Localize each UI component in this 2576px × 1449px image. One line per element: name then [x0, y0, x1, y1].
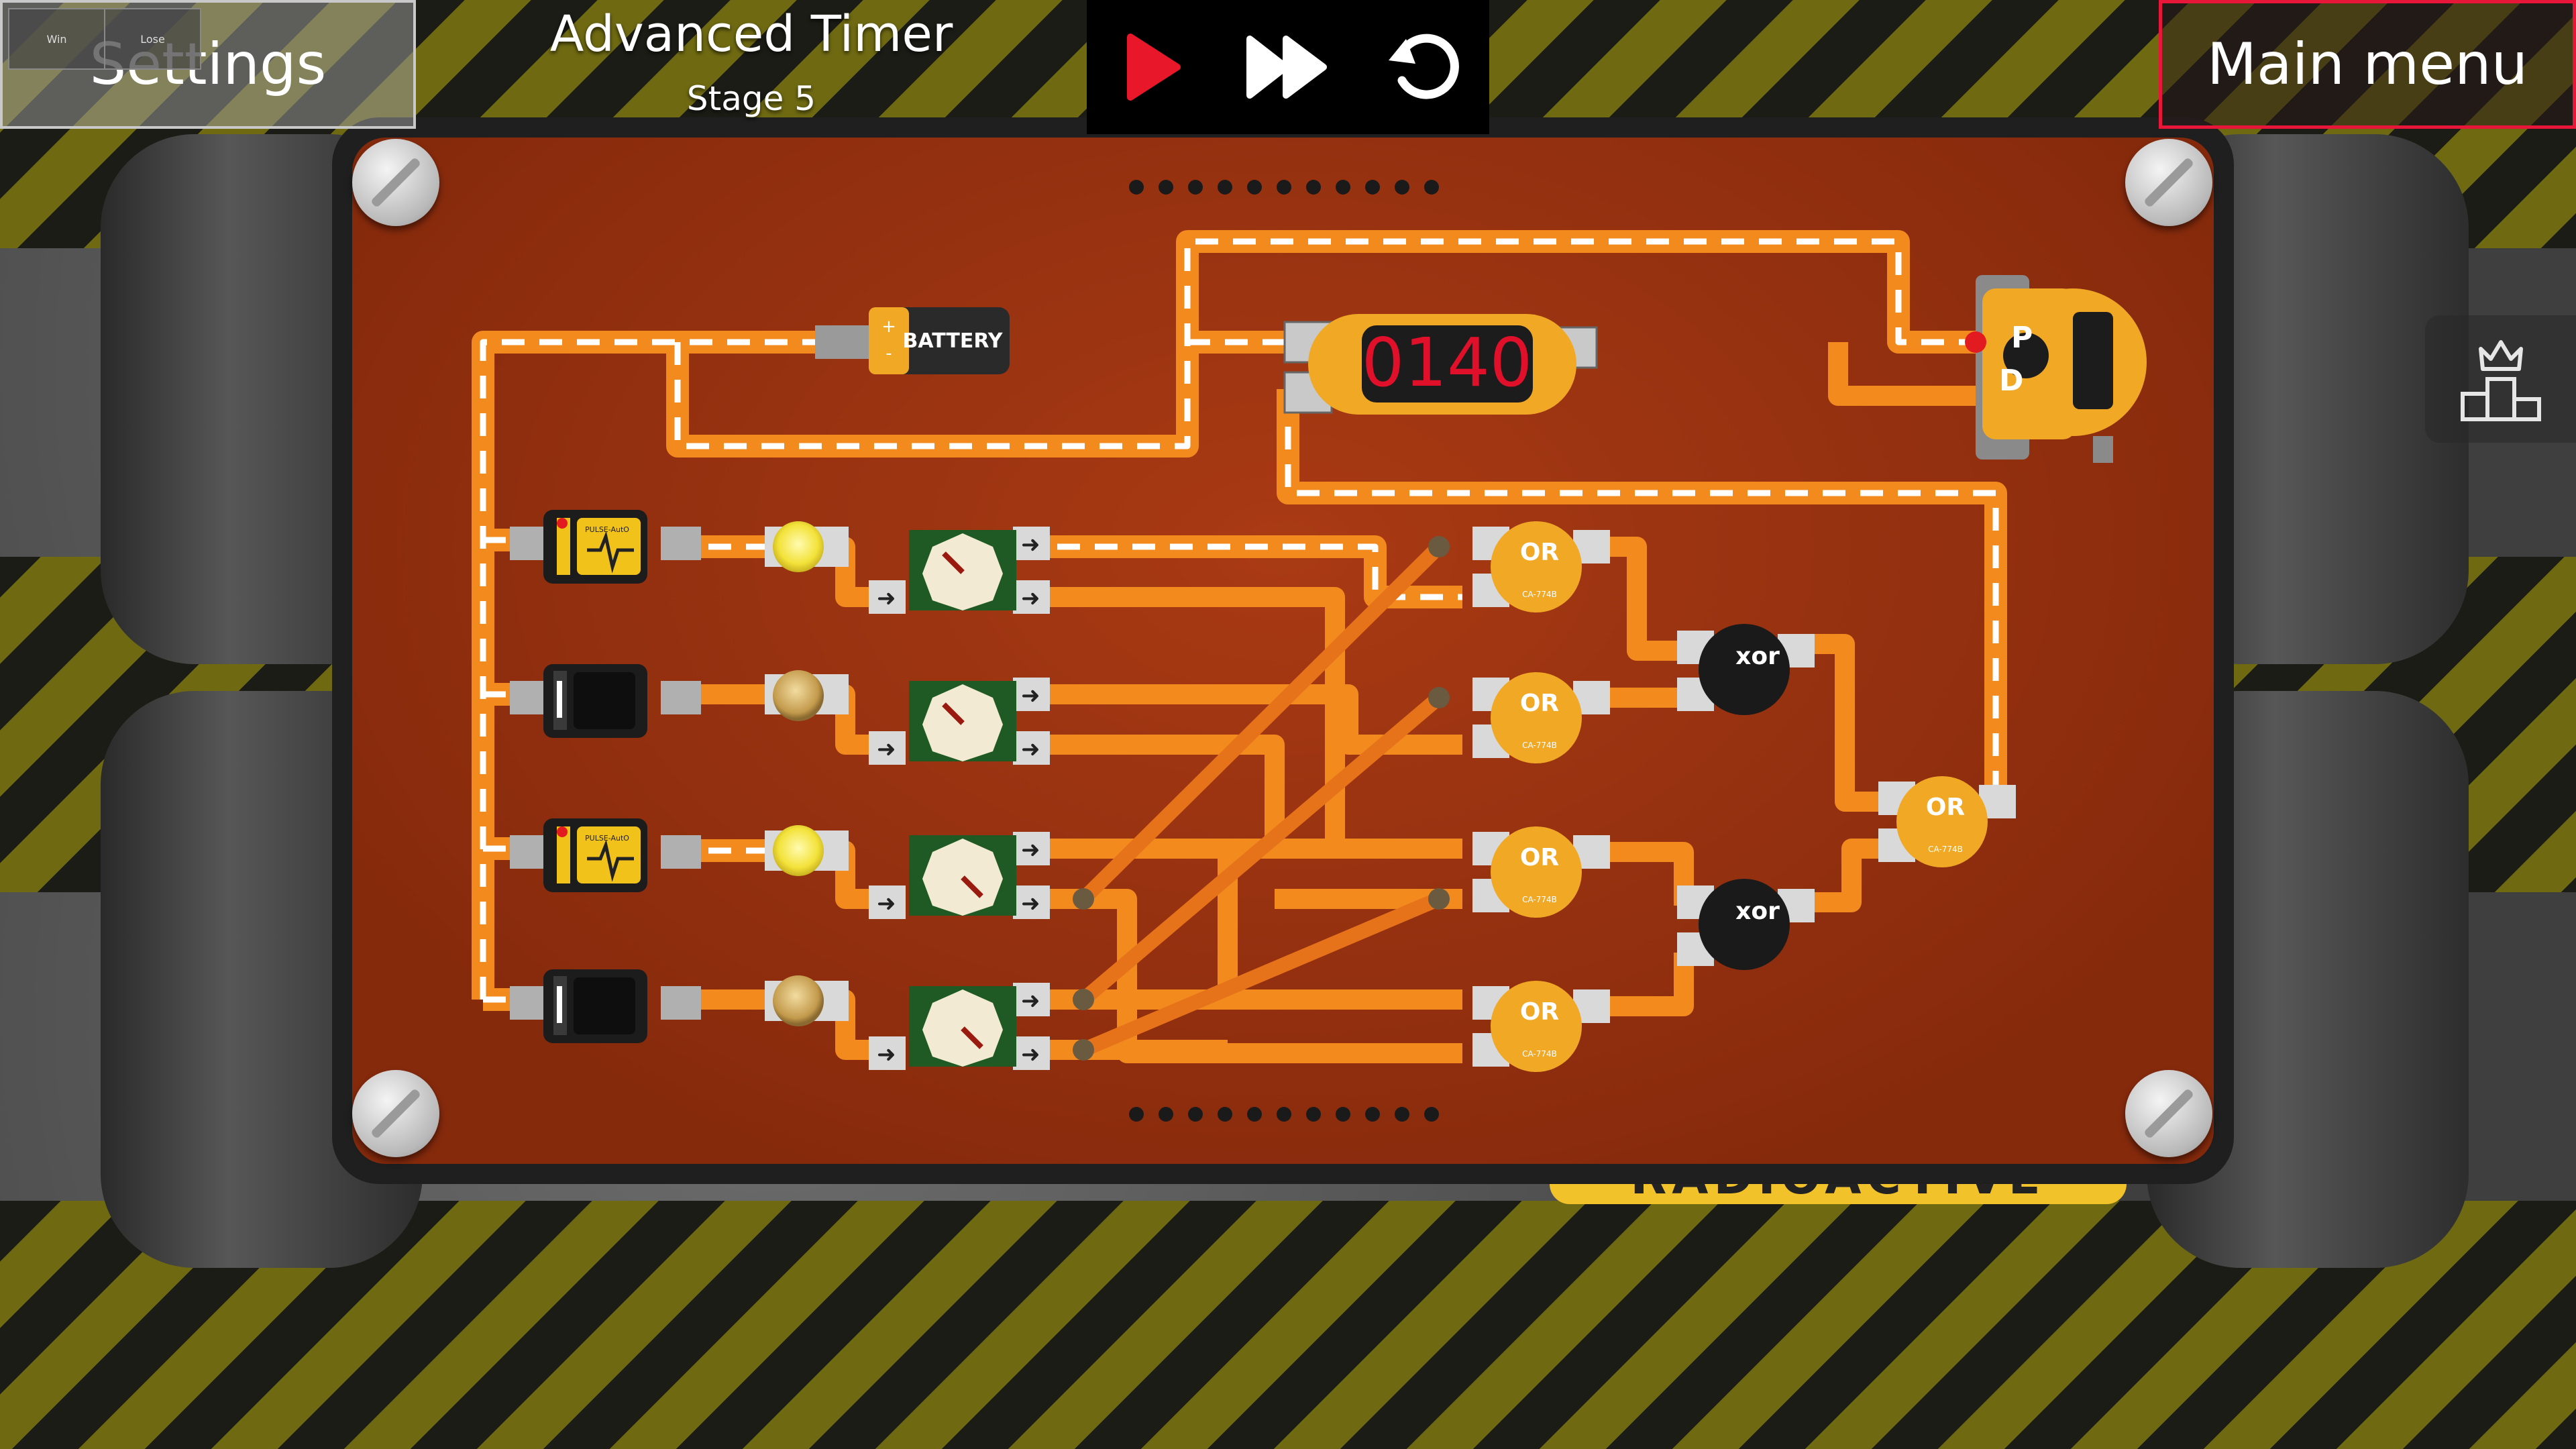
xor-gates: xor xor [1677, 624, 1815, 970]
win-debug-tab[interactable]: Win [8, 8, 105, 70]
svg-text:➜: ➜ [877, 890, 896, 917]
pulse-module-label-2: PULSE-AutO [585, 834, 629, 843]
fast-forward-button[interactable] [1238, 17, 1338, 117]
playback-controls [1087, 0, 1489, 134]
or-gate-part: CA-774B [1522, 1049, 1557, 1059]
svg-text:➜: ➜ [877, 585, 896, 612]
powered-traces [472, 230, 2007, 1011]
svg-text:➜: ➜ [877, 1041, 896, 1068]
restart-button[interactable] [1372, 17, 1472, 117]
battery-plus-sign: + [881, 317, 896, 337]
svg-text:➜: ➜ [1021, 837, 1040, 863]
or-gate-label: OR [1520, 844, 1559, 871]
timer-display: 0140 [1362, 323, 1533, 402]
vent-dots-top [1129, 180, 1439, 195]
bomb-label-d: D [1999, 364, 2024, 398]
xor-gate-label: xor [1735, 643, 1780, 670]
svg-text:➜: ➜ [1021, 531, 1040, 558]
jumper-wires [1076, 539, 1446, 1057]
or-gate-part: CA-774B [1522, 741, 1557, 750]
battery-minus-sign: - [885, 343, 892, 364]
screw-bottom-left [352, 1070, 439, 1157]
play-button[interactable] [1104, 17, 1204, 117]
svg-text:➜: ➜ [1021, 987, 1040, 1014]
svg-text:➜: ➜ [1021, 1041, 1040, 1068]
pulse-module-label-1: PULSE-AutO [585, 525, 629, 534]
svg-text:➜: ➜ [877, 736, 896, 763]
or-gates: OR CA-774B OR CA-774B OR CA-774B OR CA-7… [1472, 521, 2016, 1072]
main-menu-button[interactable]: Main menu [2159, 0, 2576, 129]
pulse-module-1: PULSE-AutO [510, 510, 701, 584]
level-title: Advanced Timer [549, 5, 953, 63]
or-gate-label: OR [1520, 690, 1559, 717]
or-gate-part: CA-774B [1928, 845, 1963, 854]
level-stage: Stage 5 [686, 79, 816, 118]
or-gate-label: OR [1520, 539, 1559, 566]
svg-text:➜: ➜ [1021, 682, 1040, 709]
bomb-label-p: P [2011, 321, 2033, 355]
or-gate-label: OR [1926, 794, 1965, 821]
main-menu-label: Main menu [2206, 31, 2528, 98]
screw-bottom-right [2125, 1070, 2212, 1157]
screw-top-right [2125, 139, 2212, 226]
vent-dots-bottom [1129, 1107, 1439, 1122]
svg-text:➜: ➜ [1021, 736, 1040, 763]
pulse-module-2: PULSE-AutO [510, 818, 701, 892]
or-gate-part: CA-774B [1522, 590, 1557, 599]
or-gate-part: CA-774B [1522, 895, 1557, 904]
restart-icon [1389, 34, 1459, 99]
play-icon [1127, 34, 1181, 101]
svg-text:➜: ➜ [1021, 890, 1040, 917]
toggle-switch-1 [510, 664, 701, 738]
battery-component: + - BATTERY [815, 307, 1010, 374]
leaderboard-icon [2460, 340, 2541, 421]
fast-forward-icon [1246, 36, 1327, 99]
toggle-switch-2 [510, 969, 701, 1043]
relay-switches: ➜ ➜ ➜ ➜ ➜ ➜ ➜ ➜ ➜ ➜ ➜ ➜ [869, 527, 1050, 1070]
lamps [765, 521, 849, 1026]
leaderboard-button[interactable] [2425, 315, 2576, 443]
radioactive-device: P D [1965, 275, 2147, 463]
xor-gate-label: xor [1735, 898, 1780, 925]
svg-text:➜: ➜ [1021, 585, 1040, 612]
input-modules: PULSE-AutO PULSE-AutO [510, 510, 701, 1043]
lose-debug-tab[interactable]: Lose [104, 8, 201, 70]
timer-component: 0140 [1283, 314, 1598, 415]
or-gate-label: OR [1520, 998, 1559, 1026]
screw-top-left [352, 139, 439, 226]
battery-label: BATTERY [902, 329, 1003, 353]
